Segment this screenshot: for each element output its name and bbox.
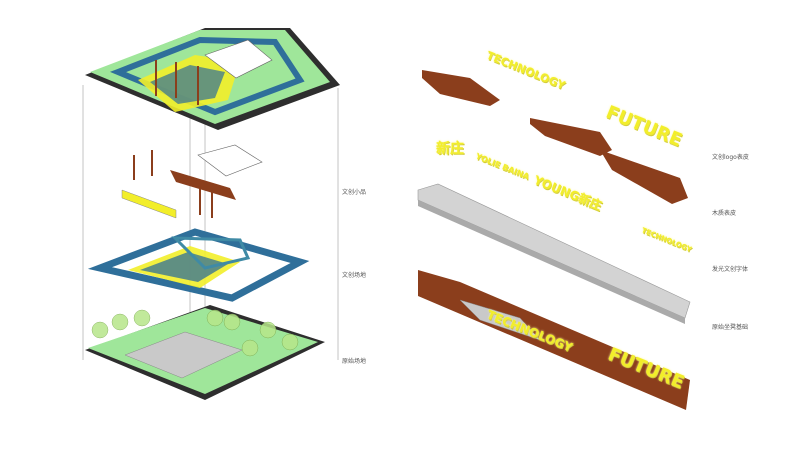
bench-wood-top	[422, 70, 688, 204]
middle-installations	[121, 144, 263, 219]
label-logo-skin: 文创logo表皮	[712, 154, 749, 161]
top-layer-site	[85, 28, 340, 130]
label-bench-base: 原始坐凳基础	[712, 324, 749, 331]
chinese-chars-sign: 新庄	[436, 141, 464, 157]
label-wood-skin: 木质表皮	[712, 210, 737, 217]
label-installations: 文创小品	[342, 189, 367, 196]
middle-layer-site	[87, 228, 310, 302]
label-creative-site: 文创场地	[342, 272, 367, 279]
bottom-layer-site	[85, 305, 325, 400]
bench-wood-layer	[417, 183, 691, 324]
label-glowing-font: 发光文创字体	[712, 266, 749, 273]
label-original-site: 原始场地	[342, 358, 367, 365]
bench-base	[418, 270, 690, 410]
